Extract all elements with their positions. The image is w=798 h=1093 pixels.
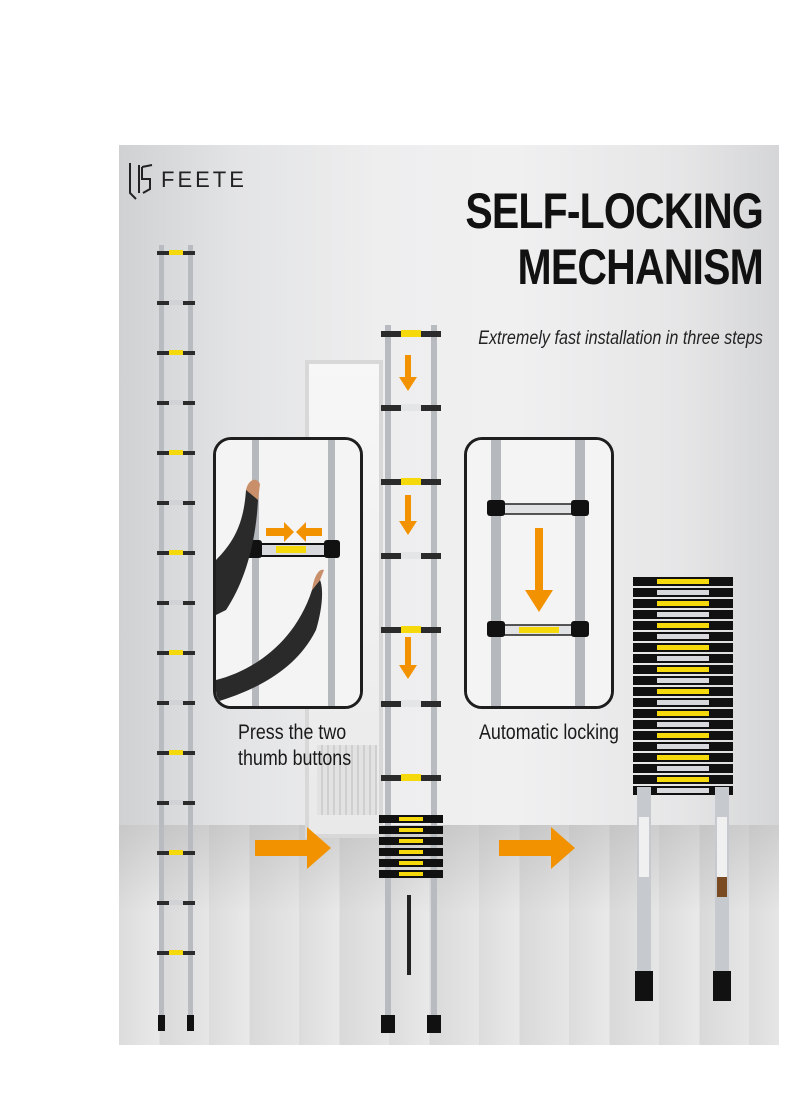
- ladder-rung: [169, 350, 183, 355]
- ladder-rung: [399, 817, 423, 821]
- arrow-down-icon: [399, 355, 417, 679]
- step-lock-caption: Automatic locking: [479, 721, 619, 744]
- ladder-rung: [401, 330, 421, 337]
- extended-ladder: [157, 245, 195, 1031]
- ladder-rung: [657, 645, 709, 650]
- step-press-panel: [213, 437, 363, 709]
- ladder-rung: [657, 755, 709, 760]
- arrow-right-icon: [499, 827, 575, 869]
- headline-line-2: MECHANISM: [517, 239, 764, 295]
- ladder-rung: [169, 600, 183, 605]
- ladder-rung: [399, 861, 423, 865]
- ladder-rung: [657, 777, 709, 782]
- floor: [119, 825, 779, 1045]
- ladder-rung: [657, 656, 709, 661]
- ladder-rung: [401, 774, 421, 781]
- step-press-caption: Press the two thumb buttons: [238, 721, 352, 770]
- headline-line-1: SELF-LOCKING: [465, 183, 763, 239]
- ladder-rung: [169, 450, 183, 455]
- ladder-rung: [399, 839, 423, 843]
- ladder-rung: [401, 700, 421, 707]
- press-buttons-illustration: [216, 440, 360, 706]
- ladder-rung: [169, 550, 183, 555]
- ladder-rung: [401, 626, 421, 633]
- ladder-rung: [399, 828, 423, 832]
- ladder-rung: [169, 250, 183, 255]
- ladder-rung: [657, 711, 709, 716]
- ladder-rung: [401, 404, 421, 411]
- ladder-rung: [399, 850, 423, 854]
- arrows-inward-icon: [266, 522, 322, 542]
- ladder-rung: [657, 579, 709, 584]
- ladder-rung: [399, 872, 423, 876]
- ladder-rung: [169, 800, 183, 805]
- arrow-right-icon: [255, 827, 331, 869]
- headline: SELF-LOCKING MECHANISM: [465, 183, 763, 295]
- arrow-down-icon: [525, 528, 553, 612]
- step-lock-panel: [464, 437, 614, 709]
- product-scene: FEETE SELF-LOCKING MECHANISM Extremely f…: [119, 145, 779, 1045]
- ladder-rung: [657, 623, 709, 628]
- ladder-rung: [657, 722, 709, 727]
- ladder-rung: [169, 900, 183, 905]
- ladder-rung: [657, 601, 709, 606]
- brand-mark-icon: [129, 163, 153, 200]
- brand-logo: FEETE: [127, 155, 247, 205]
- ladder-rung: [657, 788, 709, 793]
- collapsing-ladder: [379, 325, 443, 1033]
- ladder-rung: [169, 850, 183, 855]
- ladder-rung: [169, 500, 183, 505]
- ladder-rung: [657, 678, 709, 683]
- ladder-rung: [657, 733, 709, 738]
- ladder-rung: [169, 700, 183, 705]
- ladder-rung: [169, 300, 183, 305]
- ladder-rung: [169, 950, 183, 955]
- ladder-rung: [169, 650, 183, 655]
- collapsed-ladder: [633, 577, 733, 1001]
- ladder-rung: [169, 400, 183, 405]
- ladder-rung: [657, 612, 709, 617]
- ladder-rung: [401, 552, 421, 559]
- ladder-rung: [657, 766, 709, 771]
- ladder-rung: [657, 700, 709, 705]
- ladder-rung: [401, 478, 421, 485]
- subheadline: Extremely fast installation in three ste…: [478, 328, 763, 349]
- auto-locking-illustration: [467, 440, 611, 706]
- ladder-rung: [657, 667, 709, 672]
- ladder-rung: [169, 750, 183, 755]
- brand-name: FEETE: [161, 167, 247, 192]
- ladder-rung: [657, 590, 709, 595]
- background-radiator: [317, 745, 377, 815]
- ladder-rung: [657, 634, 709, 639]
- ladder-rung: [657, 744, 709, 749]
- ladder-rung: [657, 689, 709, 694]
